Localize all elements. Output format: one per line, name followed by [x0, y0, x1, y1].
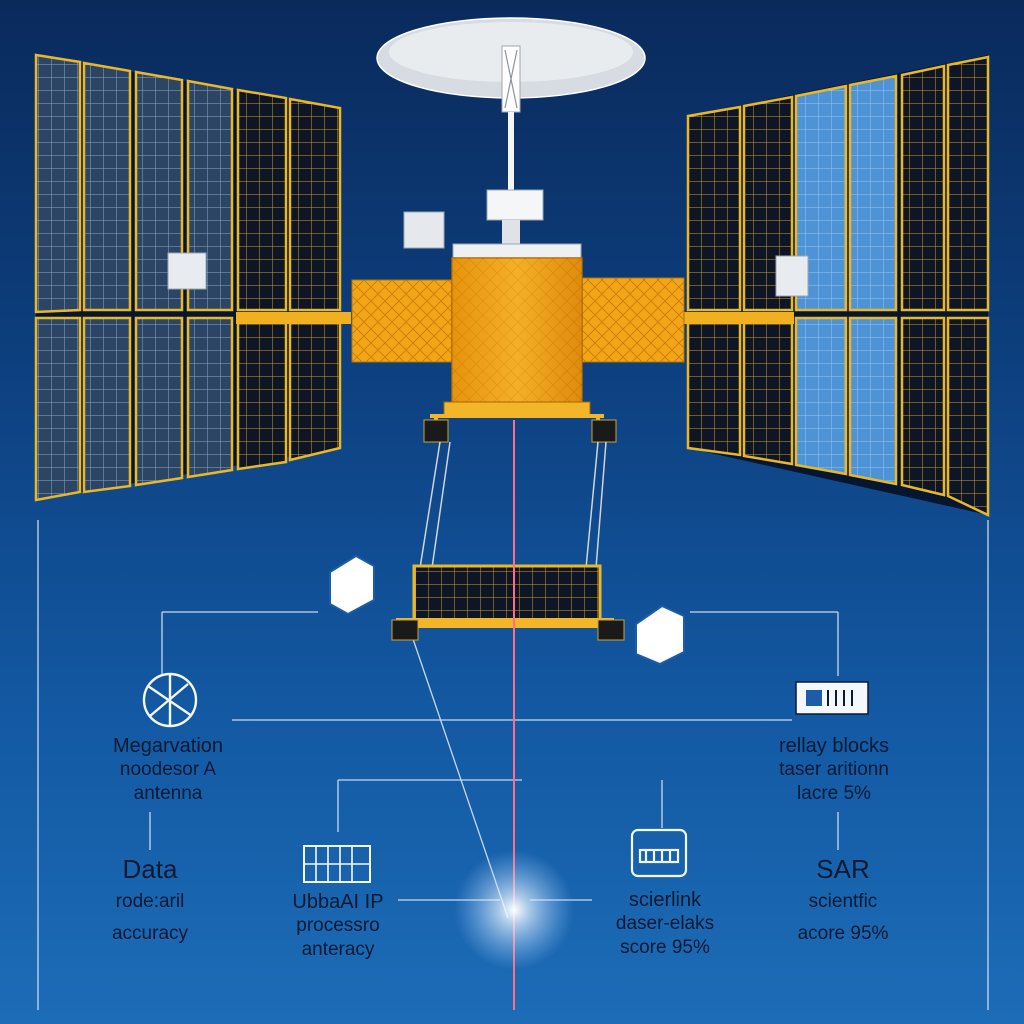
left-solar-array: [34, 53, 342, 502]
satellite-bus: [403, 211, 617, 443]
laser-link-icon: [630, 828, 688, 878]
label-laser: scierlink daser-elaks score 95%: [592, 888, 738, 960]
label-antenna: Megarvation noodesor A antenna: [92, 734, 244, 806]
dish-antenna-icon: [376, 17, 646, 250]
network-globe-icon: [142, 672, 198, 728]
label-processor: UbbaAI IP processro anteracy: [262, 890, 414, 962]
label-processor-line1: UbbaAI IP: [292, 891, 384, 913]
label-laser-line2: daser-elaks: [615, 913, 715, 934]
label-sar: SAR scientfic acore 95%: [776, 852, 910, 950]
label-data-line2: rode:aril: [115, 891, 185, 912]
label-data: Data rode:aril accuracy: [88, 852, 212, 950]
label-laser-line3: score 95%: [620, 937, 710, 958]
laser-beam: [454, 420, 574, 1010]
label-relay-line1: rellay blocks: [778, 735, 890, 757]
label-antenna-line2: noodesor A: [119, 759, 217, 780]
relay-block-icon: [795, 681, 869, 715]
label-laser-line1: scierlink: [628, 889, 702, 911]
label-relay: rellay blocks taser aritionn lacre 5%: [748, 734, 920, 806]
label-relay-line3: lacre 5%: [797, 783, 871, 804]
label-sar-line3: acore 95%: [797, 923, 889, 944]
instrument-pod-icon: [329, 554, 685, 666]
label-processor-line3: anteracy: [301, 939, 375, 960]
label-sar-line1: SAR: [816, 854, 870, 884]
label-antenna-line1: Megarvation: [112, 735, 224, 757]
label-processor-line2: processro: [296, 915, 380, 936]
processor-chip-icon: [303, 845, 371, 883]
instrument-platform: [391, 441, 625, 641]
label-antenna-line3: antenna: [133, 783, 203, 804]
right-solar-array: [686, 55, 990, 517]
label-data-line1: Data: [122, 854, 178, 884]
label-relay-line2: taser aritionn: [779, 759, 889, 780]
label-sar-line2: scientfic: [808, 891, 878, 912]
solar-booms: [236, 277, 794, 363]
label-data-line3: accuracy: [111, 923, 189, 944]
